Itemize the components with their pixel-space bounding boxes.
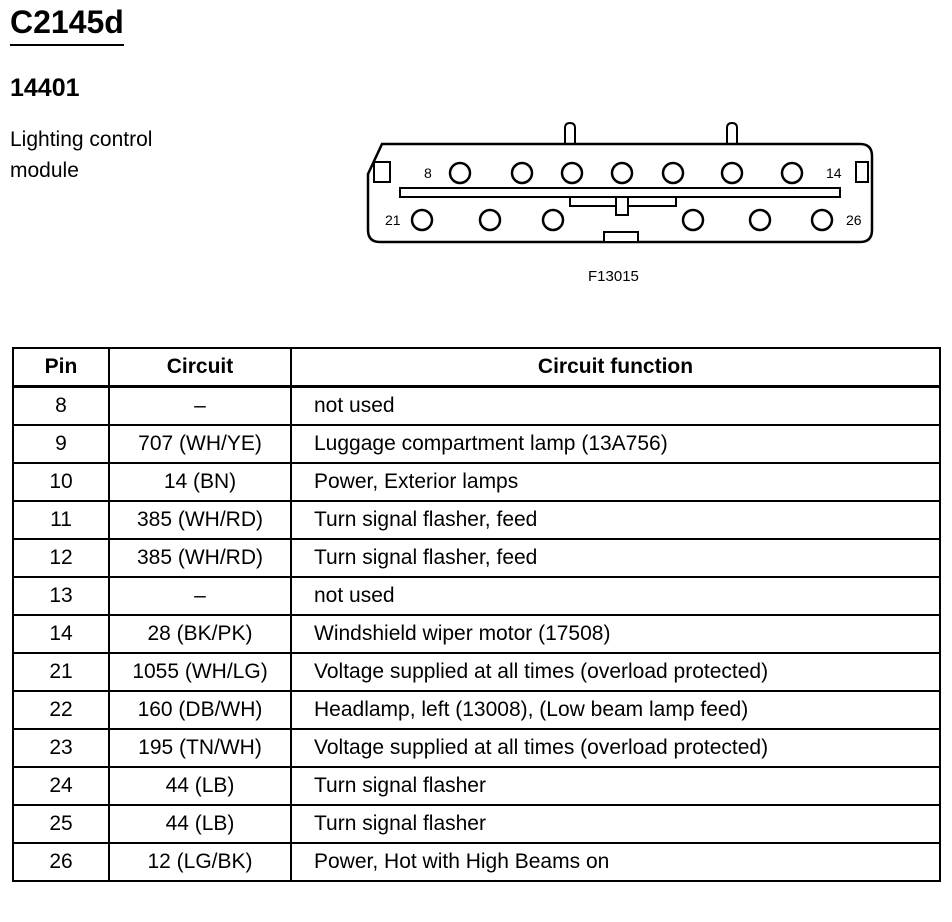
- circuit-cell: 160 (DB/WH): [108, 690, 292, 730]
- pin-cavity-14: [780, 161, 804, 185]
- bottom-pin-row: [410, 208, 834, 232]
- key-post: [615, 196, 629, 216]
- pin-cell: 10: [12, 462, 110, 502]
- latch-tab-right: [726, 121, 738, 144]
- circuit-cell: 707 (WH/YE): [108, 424, 292, 464]
- circuit-cell: 385 (WH/RD): [108, 538, 292, 578]
- circuit-cell: 1055 (WH/LG): [108, 652, 292, 692]
- pin-cavity-12: [661, 161, 685, 185]
- table-header-row: Pin Circuit Circuit function: [12, 347, 941, 388]
- table-row: 8–not used: [12, 385, 941, 426]
- pin-cavity-22: [478, 208, 502, 232]
- circuit-cell: 14 (BN): [108, 462, 292, 502]
- component-description: Lighting control module: [10, 124, 230, 186]
- pin-cell: 21: [12, 652, 110, 692]
- function-cell: Windshield wiper motor (17508): [290, 614, 941, 654]
- function-cell: Turn signal flasher, feed: [290, 538, 941, 578]
- pin-cell: 14: [12, 614, 110, 654]
- circuit-cell: –: [108, 576, 292, 616]
- function-cell: Voltage supplied at all times (overload …: [290, 728, 941, 768]
- pin-cell: 12: [12, 538, 110, 578]
- function-cell: Turn signal flasher: [290, 804, 941, 844]
- pin-cell: 11: [12, 500, 110, 540]
- pin-cavity-23: [541, 208, 565, 232]
- function-cell: Turn signal flasher: [290, 766, 941, 806]
- function-cell: Turn signal flasher, feed: [290, 500, 941, 540]
- top-pin-row: [448, 161, 804, 185]
- pin-label-8: 8: [424, 165, 432, 181]
- pin-cavity-9: [510, 161, 534, 185]
- latch-tab-left: [564, 121, 576, 144]
- function-cell: not used: [290, 385, 941, 426]
- pin-cell: 9: [12, 424, 110, 464]
- pin-cavity-11: [610, 161, 634, 185]
- header-circuit: Circuit: [108, 347, 292, 388]
- function-cell: Headlamp, left (13008), (Low beam lamp f…: [290, 690, 941, 730]
- function-cell: Voltage supplied at all times (overload …: [290, 652, 941, 692]
- pin-cell: 22: [12, 690, 110, 730]
- pin-cell: 8: [12, 385, 110, 426]
- pin-cavity-13: [720, 161, 744, 185]
- pin-label-14: 14: [826, 165, 842, 181]
- pin-cell: 23: [12, 728, 110, 768]
- part-number: 14401: [10, 74, 80, 102]
- pin-cavity-21: [410, 208, 434, 232]
- circuit-cell: –: [108, 385, 292, 426]
- function-cell: Power, Hot with High Beams on: [290, 842, 941, 882]
- polarizing-tab-bottom: [603, 231, 639, 243]
- pin-row-divider: [399, 187, 841, 198]
- pin-cell: 25: [12, 804, 110, 844]
- circuit-cell: 28 (BK/PK): [108, 614, 292, 654]
- pin-cavity-24: [681, 208, 705, 232]
- function-cell: not used: [290, 576, 941, 616]
- pin-cavity-10: [560, 161, 584, 185]
- description-line-2: module: [10, 159, 79, 182]
- housing-notch-left: [373, 161, 391, 183]
- pin-cell: 13: [12, 576, 110, 616]
- circuit-cell: 195 (TN/WH): [108, 728, 292, 768]
- pin-cavity-8: [448, 161, 472, 185]
- circuit-cell: 44 (LB): [108, 766, 292, 806]
- pin-cavity-25: [748, 208, 772, 232]
- header-pin: Pin: [12, 347, 110, 388]
- circuit-cell: 385 (WH/RD): [108, 500, 292, 540]
- figure-code: F13015: [588, 268, 639, 285]
- table-row: 13–not used: [12, 576, 941, 616]
- connector-id: C2145d: [10, 2, 124, 46]
- circuit-cell: 12 (LG/BK): [108, 842, 292, 882]
- pin-cell: 26: [12, 842, 110, 882]
- header-circuit-function: Circuit function: [290, 347, 941, 388]
- function-cell: Power, Exterior lamps: [290, 462, 941, 502]
- description-line-1: Lighting control: [10, 128, 153, 151]
- connector-face-diagram: 8 14 21 26: [366, 121, 874, 244]
- pin-label-26: 26: [846, 212, 862, 228]
- housing-notch-right: [855, 161, 869, 183]
- pin-cell: 24: [12, 766, 110, 806]
- circuit-cell: 44 (LB): [108, 804, 292, 844]
- function-cell: Luggage compartment lamp (13A756): [290, 424, 941, 464]
- pin-cavity-26: [810, 208, 834, 232]
- pin-label-21: 21: [385, 212, 401, 228]
